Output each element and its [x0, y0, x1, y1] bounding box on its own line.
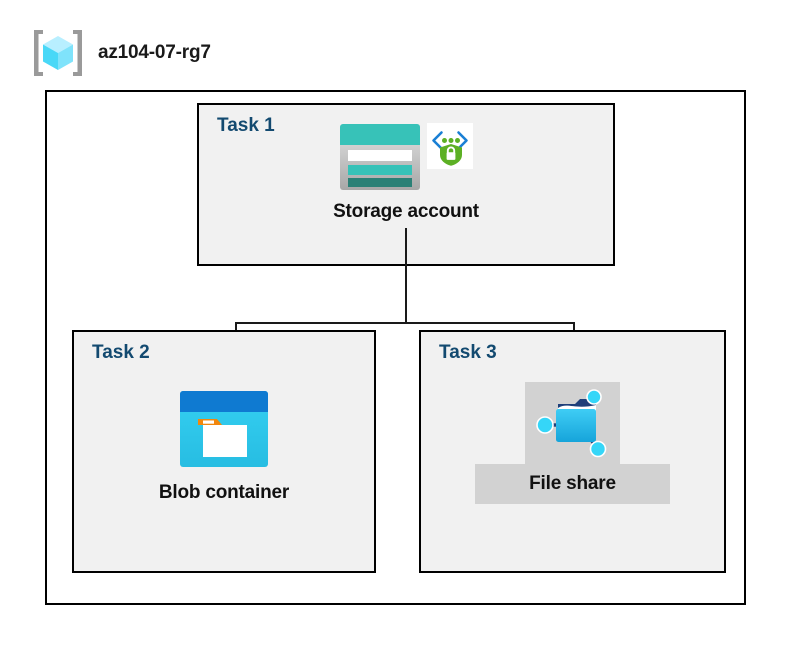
connector-storage-trunk [405, 228, 407, 324]
blob-container-node[interactable]: Blob container [74, 390, 374, 504]
file-share-node[interactable]: File share [421, 382, 724, 504]
connector-horizontal-bus [235, 322, 575, 324]
storage-account-icon-row [339, 123, 473, 191]
storage-account-icon [339, 123, 421, 191]
resource-group-title: az104-07-rg7 [98, 42, 211, 63]
storage-account-caption: Storage account [333, 201, 479, 222]
storage-security-shield-icon [427, 123, 473, 169]
resource-group-header: az104-07-rg7 [30, 27, 211, 79]
task-2-box[interactable]: Task 2 Blob container [72, 330, 376, 573]
task-3-label: Task 3 [439, 342, 497, 363]
task-1-label: Task 1 [217, 115, 275, 136]
task-2-label: Task 2 [92, 342, 150, 363]
task-3-box[interactable]: Task 3 [419, 330, 726, 573]
storage-account-node[interactable]: Storage account [199, 123, 613, 223]
resource-group-icon [30, 27, 86, 79]
file-share-icon-highlight [525, 382, 620, 464]
resource-group-boundary [45, 90, 746, 605]
file-share-caption: File share [529, 473, 616, 494]
file-share-icon [534, 386, 612, 460]
file-share-caption-highlight: File share [475, 464, 670, 504]
blob-container-icon [179, 390, 269, 468]
blob-container-caption: Blob container [158, 482, 290, 503]
